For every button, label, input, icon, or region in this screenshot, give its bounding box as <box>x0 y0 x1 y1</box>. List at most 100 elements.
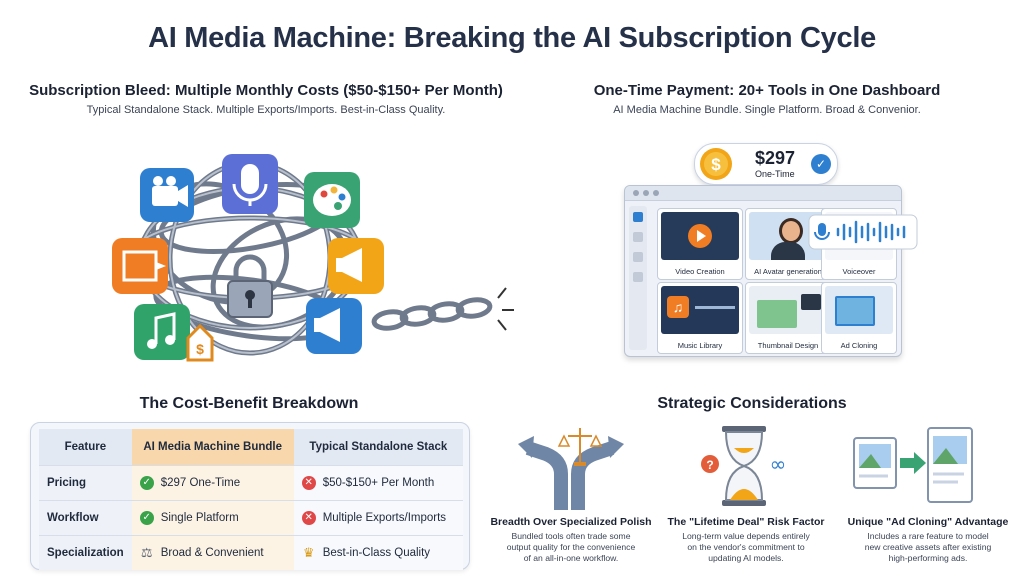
tile-label: AI Avatar generation <box>754 267 822 276</box>
desc-line: Long-term value depends entirely <box>682 531 810 541</box>
stack-value: Best-in-Class Quality <box>322 547 431 560</box>
strategic-item-title: Unique "Ad Cloning" Advantage <box>847 516 1009 528</box>
table-header-row: Feature AI Media Machine Bundle Typical … <box>39 429 463 466</box>
table-row: Specialization ⚖ Broad & Convenient ♛ Best… <box>39 535 463 570</box>
table-row: Pricing ✓ $297 One-Time ✕ $50-$150+ Per Mo… <box>39 465 463 501</box>
sidebar-item-icon <box>633 252 643 262</box>
price-badge: $ $297 One-Time ✓ <box>694 143 838 185</box>
dashboard-titlebar <box>625 186 901 201</box>
stack-value: $50-$150+ Per Month <box>322 477 435 490</box>
megaphone-icon <box>306 298 362 354</box>
tile-label: Thumbnail Design <box>757 341 819 350</box>
bundle-cell: ✓ $297 One-Time <box>131 465 294 501</box>
megaphone-icon <box>328 238 384 294</box>
trophy-icon: ♛ <box>302 545 315 560</box>
column-header: AI Media Machine Bundle <box>131 429 294 466</box>
strategic-item-desc: Long-term value depends entirely on the … <box>658 531 834 564</box>
page-title: AI Media Machine: Breaking the AI Subscr… <box>148 22 876 54</box>
stack-cell: ✕ Multiple Exports/Imports <box>293 500 463 536</box>
chain-link-right <box>371 297 493 331</box>
music-note-icon <box>134 304 190 360</box>
tile-label: Ad Cloning <box>840 341 878 350</box>
desc-line: new creative assets after existing <box>864 542 992 552</box>
tile-ad-cloning[interactable]: Ad Cloning <box>821 282 897 354</box>
tile-video-creation[interactable]: Video Creation <box>657 208 743 280</box>
desc-line: on the vendor's commitment to <box>687 542 805 552</box>
verified-check-icon: ✓ <box>811 154 831 174</box>
bundle-value: $297 One-Time <box>160 477 241 490</box>
x-icon: ✕ <box>301 476 316 490</box>
dashboard-sidebar <box>629 206 647 350</box>
music-note-icon: ♫ <box>661 286 739 334</box>
sidebar-item-icon <box>633 272 643 282</box>
stack-cell: ♛ Best-in-Class Quality <box>293 535 463 570</box>
stack-cell: ✕ $50-$150+ Per Month <box>293 465 463 501</box>
microphone-icon <box>222 154 278 214</box>
check-icon: ✓ <box>139 476 154 490</box>
svg-text:$: $ <box>196 341 204 357</box>
strategic-item-title: The "Lifetime Deal" Risk Factor <box>667 516 825 528</box>
dashboard-window: Video Creation AI Avatar generation Voic… <box>624 185 902 357</box>
chained-apps-illustration: $ <box>112 154 514 362</box>
stack-value: Multiple Exports/Imports <box>322 512 447 525</box>
strategic-item-desc: Bundled tools often trade some output qu… <box>488 531 654 564</box>
x-icon: ✕ <box>301 511 316 525</box>
voiceover-waveform-popout <box>808 214 918 250</box>
strategic-heading: Strategic Considerations <box>657 395 847 412</box>
cost-benefit-table: Feature AI Media Machine Bundle Typical … <box>39 429 463 570</box>
palette-icon <box>304 172 360 228</box>
image-edit-icon <box>112 238 168 294</box>
cost-benefit-table-card: Feature AI Media Machine Bundle Typical … <box>30 422 470 570</box>
desc-line: output quality for the convenience <box>506 542 636 552</box>
check-icon: ✓ <box>139 511 154 525</box>
play-icon <box>661 212 739 260</box>
crossroads-icon <box>518 428 624 510</box>
strategic-item-title: Breadth Over Specialized Polish <box>490 516 652 528</box>
window-dot-icon <box>633 190 639 196</box>
sidebar-home-icon <box>633 212 643 222</box>
window-dot-icon <box>653 190 659 196</box>
video-camera-icon <box>140 168 194 222</box>
hourglass-icon: ? ∞ <box>701 426 787 506</box>
desc-line: of an all-in-one workflow. <box>523 553 619 563</box>
price-note: One-Time <box>755 169 795 179</box>
right-subheading: AI Media Machine Bundle. Single Platform… <box>613 104 921 116</box>
tile-label: Video Creation <box>675 267 725 276</box>
left-subheading: Typical Standalone Stack. Multiple Expor… <box>86 104 446 116</box>
desc-line: Includes a rare feature to model <box>867 531 989 541</box>
coin-icon: $ <box>700 148 732 180</box>
desc-line: updating AI models. <box>708 553 784 563</box>
tile-thumbnail-design[interactable]: Thumbnail Design <box>745 282 831 354</box>
clone-icon <box>853 427 973 503</box>
table-row: Workflow ✓ Single Platform ✕ Multiple Expo… <box>39 500 463 536</box>
cost-benefit-heading: The Cost-Benefit Breakdown <box>139 395 359 412</box>
bundle-cell: ⚖ Broad & Convenient <box>131 535 294 570</box>
dollar-tag-icon: $ <box>186 323 214 362</box>
tile-music-library[interactable]: ♫ Music Library <box>657 282 743 354</box>
bundle-value: Broad & Convenient <box>160 547 264 560</box>
scales-icon: ⚖ <box>140 545 153 560</box>
left-heading: Subscription Bleed: Multiple Monthly Cos… <box>29 82 503 99</box>
strategic-item-desc: Includes a rare feature to model new cre… <box>836 531 1020 564</box>
sidebar-item-icon <box>633 232 643 242</box>
landscape-icon <box>749 286 827 334</box>
feature-cell: Workflow <box>39 500 132 536</box>
svg-text:?: ? <box>706 458 713 472</box>
bundle-cell: ✓ Single Platform <box>131 500 294 536</box>
column-header: Typical Standalone Stack <box>293 429 463 466</box>
desc-line: Bundled tools often trade some <box>511 531 631 541</box>
cursor-icon <box>825 286 893 334</box>
padlock-icon <box>227 254 273 318</box>
feature-cell: Pricing <box>39 465 132 501</box>
bundle-value: Single Platform <box>160 512 239 525</box>
svg-text:$: $ <box>711 155 721 174</box>
desc-line: high-performing ads. <box>888 553 968 563</box>
svg-text:∞: ∞ <box>770 452 787 476</box>
tile-label: Voiceover <box>842 267 876 276</box>
right-heading: One-Time Payment: 20+ Tools in One Dashb… <box>593 82 941 99</box>
window-dot-icon <box>643 190 649 196</box>
feature-cell: Specialization <box>39 535 132 570</box>
tile-label: Music Library <box>677 341 723 350</box>
price-value: $297 <box>755 148 796 168</box>
column-header: Feature <box>39 429 132 466</box>
